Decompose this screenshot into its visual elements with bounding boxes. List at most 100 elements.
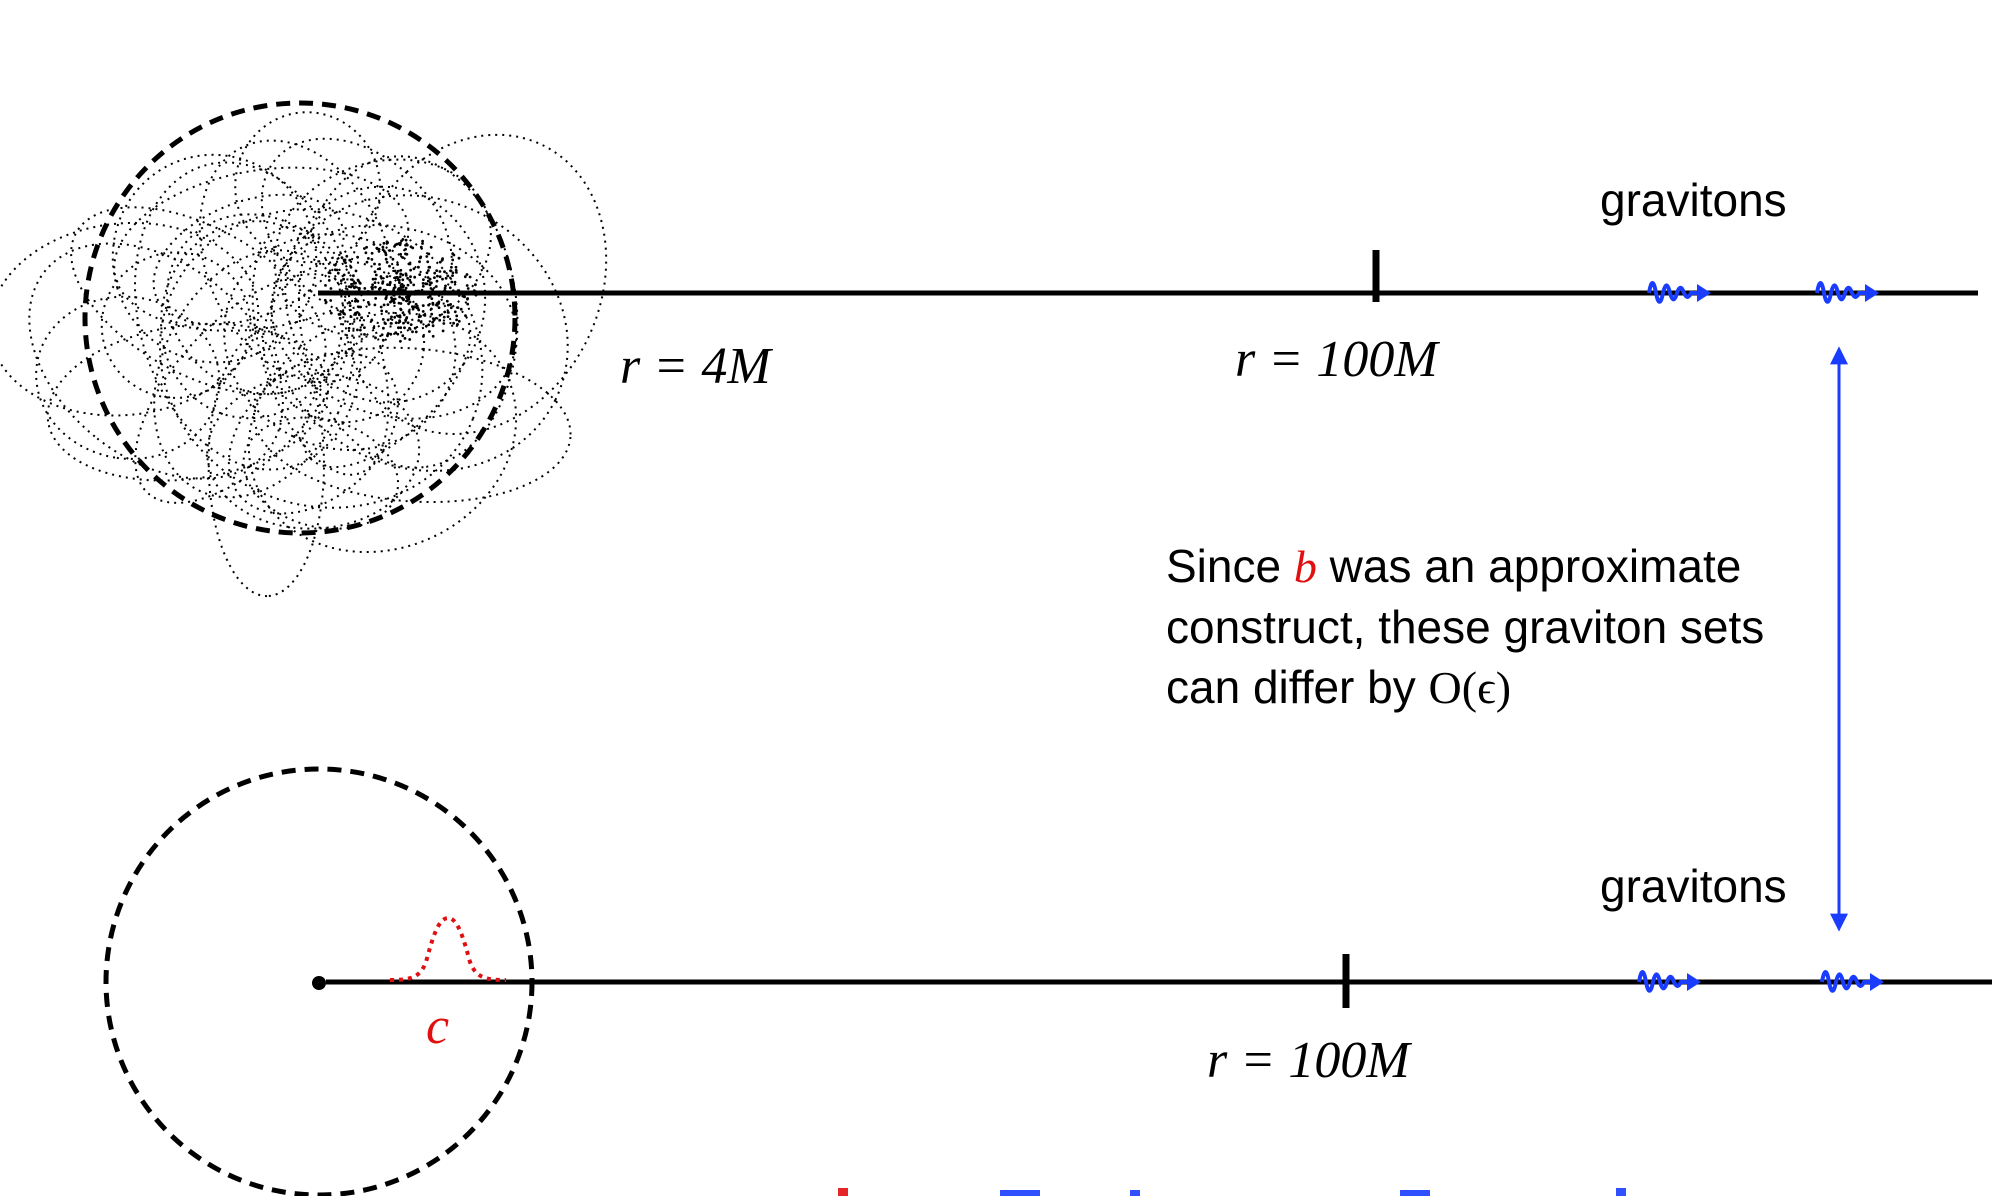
cluster-dot [449, 269, 452, 273]
orbit-loop [159, 208, 484, 509]
cluster-dot [382, 303, 386, 307]
cluster-dot [338, 313, 342, 316]
cluster-dot [426, 276, 430, 279]
orbit-loop [247, 311, 518, 554]
cluster-dot [400, 239, 403, 243]
cluster-dot [347, 326, 351, 330]
cluster-dot [359, 305, 362, 309]
cluster-dot [380, 309, 384, 313]
graviton-arrowhead [1865, 284, 1879, 302]
cluster-dot [356, 328, 359, 332]
cluster-dot [399, 326, 403, 330]
cluster-dot [392, 297, 396, 301]
cluster-dot [437, 306, 441, 309]
cluster-dot [440, 258, 444, 262]
cluster-dot [443, 270, 446, 274]
cluster-dot [379, 305, 383, 309]
tangled-orbits [0, 111, 608, 598]
cluster-dot [459, 307, 463, 311]
note-line-1: Since b was an approximate [1166, 536, 1806, 597]
top-graviton-2 [1815, 281, 1879, 304]
cluster-dot [385, 275, 389, 278]
orbit-loop [284, 185, 487, 404]
top-graviton-label: gravitons [1600, 174, 1787, 226]
cluster-dot [371, 277, 375, 281]
cluster-dot [427, 269, 430, 272]
cluster-dot [421, 304, 425, 307]
cluster-dot [395, 271, 398, 275]
cluster-dot [421, 310, 425, 313]
cluster-dot [385, 310, 388, 313]
orbit-loop [134, 273, 356, 504]
cluster-dot [463, 275, 467, 279]
cluster-dot [374, 277, 377, 281]
cluster-dot [380, 276, 383, 280]
cluster-dot [421, 239, 424, 243]
cluster-dot [385, 260, 389, 264]
cluster-dot [393, 315, 397, 319]
cluster-dot [449, 306, 453, 310]
top-panel: r = 4M r = 100M gravitons [0, 100, 1978, 598]
cluster-dot [404, 286, 408, 290]
cluster-dot [388, 249, 392, 252]
bottom-panel: c r = 100M gravitons [103, 766, 1992, 1196]
cluster-dot [400, 296, 404, 300]
cluster-dot [384, 297, 388, 301]
cluster-dot [435, 303, 439, 307]
cluster-dot [398, 281, 401, 284]
cropped-bottom-text [838, 1188, 1626, 1196]
cluster-dot [375, 246, 379, 250]
cluster-dot [380, 333, 384, 337]
cluster-dot [371, 287, 374, 291]
cluster-dot [342, 273, 346, 277]
cluster-dot [468, 275, 472, 279]
cluster-dot [433, 271, 437, 275]
cluster-dot [401, 334, 405, 338]
cluster-dot [426, 279, 430, 283]
cluster-dot [360, 316, 364, 319]
cluster-dot [373, 262, 376, 266]
orbit-loop [35, 295, 221, 460]
cluster-dot [408, 278, 412, 282]
cluster-dot [344, 261, 347, 265]
graviton-arrowhead [1870, 973, 1884, 991]
cluster-dot [446, 274, 450, 278]
cluster-dot [398, 319, 401, 323]
cluster-dot [327, 279, 331, 282]
note-line1-rest: was an approximate [1329, 540, 1742, 592]
cluster-dot [406, 276, 409, 280]
cluster-dot [451, 258, 455, 262]
cluster-dot [442, 322, 446, 325]
cluster-dot [452, 253, 456, 257]
note-line-3: can differ by O(ϵ) [1166, 657, 1806, 718]
cluster-dot [431, 320, 434, 324]
cluster-dot [418, 273, 422, 276]
cluster-dot [418, 260, 421, 264]
cluster-dot [354, 299, 357, 303]
orbit-loop [134, 161, 363, 471]
cluster-dot [323, 298, 327, 302]
cluster-dot [429, 287, 433, 290]
cluster-dot [450, 280, 454, 284]
cluster-dot [449, 303, 452, 306]
cluster-dot [389, 322, 393, 325]
cluster-dot [393, 285, 397, 289]
cluster-dot [450, 265, 453, 269]
orbit-loop [262, 260, 426, 424]
cluster-dot [399, 339, 402, 343]
cluster-dot [421, 242, 424, 245]
cluster-dot [366, 301, 370, 304]
cluster-dot [433, 276, 436, 279]
cluster-dot [453, 310, 457, 314]
cluster-dot [351, 278, 354, 282]
cluster-dot [388, 281, 392, 285]
cluster-dot [397, 326, 400, 330]
cluster-dot [438, 318, 442, 322]
cluster-dot [425, 271, 429, 275]
cluster-dot [335, 268, 339, 272]
cluster-dot [399, 268, 403, 272]
cluster-dot [419, 245, 423, 249]
cluster-dot [396, 332, 400, 336]
orbit-loop [152, 193, 345, 326]
